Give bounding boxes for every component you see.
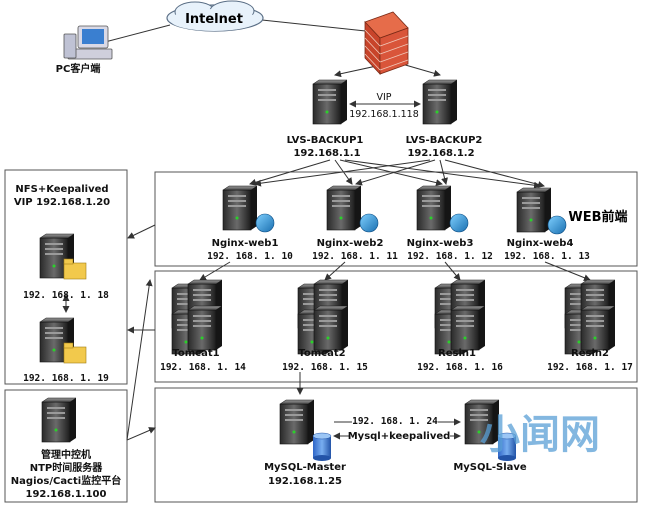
- nginx-web3-server-icon: [416, 185, 452, 231]
- resin2-server-icon: [565, 280, 615, 354]
- region-management: [4, 389, 128, 503]
- mysql-master-server-icon: [279, 399, 315, 445]
- mysql-link-ip: 192. 168. 1. 24: [352, 416, 438, 427]
- nfs-vip: VIP 192.168.1.20: [14, 197, 110, 208]
- pc-client-label: PC客户端: [56, 62, 101, 75]
- globe-icon: [255, 213, 275, 233]
- tomcat1-server-icon: [172, 280, 222, 354]
- nginx-web1-name: Nginx-web1: [212, 238, 279, 249]
- lvs-2-ip: 192.168.1.2: [407, 148, 474, 159]
- mgmt-line3: Nagios/Cacti监控平台: [11, 474, 121, 487]
- nginx-web4-server-icon: [516, 187, 552, 233]
- nginx-web2-server-icon: [326, 185, 362, 231]
- database-icon: [497, 432, 517, 461]
- mysql-master-ip: 192.168.1.25: [268, 476, 342, 487]
- lvs-1-name: LVS-BACKUP1: [287, 135, 364, 146]
- nginx-web3-ip: 192. 168. 1. 12: [407, 251, 493, 262]
- region-nfs: [4, 169, 128, 385]
- mgmt-line1: 管理中控机: [41, 448, 91, 461]
- nginx-web3-name: Nginx-web3: [407, 238, 474, 249]
- nginx-web1-ip: 192. 168. 1. 10: [207, 251, 293, 262]
- mysql-slave-name: MySQL-Slave: [453, 462, 527, 473]
- vip-ip: 192.168.1.118: [349, 109, 419, 120]
- globe-icon: [359, 213, 379, 233]
- lvs-1-ip: 192.168.1.1: [293, 148, 360, 159]
- nginx-web4-name: Nginx-web4: [507, 238, 574, 249]
- region-app: [154, 270, 638, 383]
- database-icon: [312, 432, 332, 461]
- folder-icon: [63, 258, 87, 280]
- nginx-web2-name: Nginx-web2: [317, 238, 384, 249]
- tomcat1-ip: 192. 168. 1. 14: [160, 362, 246, 373]
- mysql-link-label: Mysql+keepalived: [348, 431, 451, 442]
- nginx-web4-ip: 192. 168. 1. 13: [504, 251, 590, 262]
- mgmt-line2: NTP时间服务器: [30, 461, 104, 474]
- resin1-server-icon: [435, 280, 485, 354]
- folder-icon: [63, 342, 87, 364]
- lvs-server-2-icon: [422, 79, 458, 125]
- watermark: 小闻网: [480, 412, 600, 458]
- nfs-ip-2: 192. 168. 1. 19: [23, 373, 109, 384]
- mgmt-ip: 192.168.1.100: [26, 489, 107, 500]
- tomcat1-name: Tomcat1: [172, 348, 219, 359]
- tomcat2-ip: 192. 168. 1. 15: [282, 362, 368, 373]
- resin2-name: Resin2: [571, 348, 609, 359]
- pc-client-icon: [63, 25, 113, 60]
- tomcat2-name: Tomcat2: [298, 348, 345, 359]
- tomcat2-server-icon: [298, 280, 348, 354]
- globe-icon: [547, 215, 567, 235]
- nfs-title: NFS+Keepalived: [15, 184, 108, 195]
- web-frontend-label: WEB前端: [568, 209, 627, 225]
- vip-title: VIP: [376, 92, 391, 103]
- management-server-icon: [41, 397, 77, 443]
- lvs-server-1-icon: [312, 79, 348, 125]
- region-db: [154, 387, 638, 503]
- internet-label: Intelnet: [185, 12, 243, 27]
- resin1-ip: 192. 168. 1. 16: [417, 362, 503, 373]
- nginx-web2-ip: 192. 168. 1. 11: [312, 251, 398, 262]
- resin1-name: Resin1: [438, 348, 476, 359]
- mysql-master-name: MySQL-Master: [264, 462, 346, 473]
- firewall-icon: [364, 11, 409, 76]
- nfs-ip-1: 192. 168. 1. 18: [23, 290, 109, 301]
- globe-icon: [449, 213, 469, 233]
- resin2-ip: 192. 168. 1. 17: [547, 362, 633, 373]
- internet-cloud-icon: [166, 0, 264, 32]
- lvs-2-name: LVS-BACKUP2: [406, 135, 483, 146]
- nginx-web1-server-icon: [222, 185, 258, 231]
